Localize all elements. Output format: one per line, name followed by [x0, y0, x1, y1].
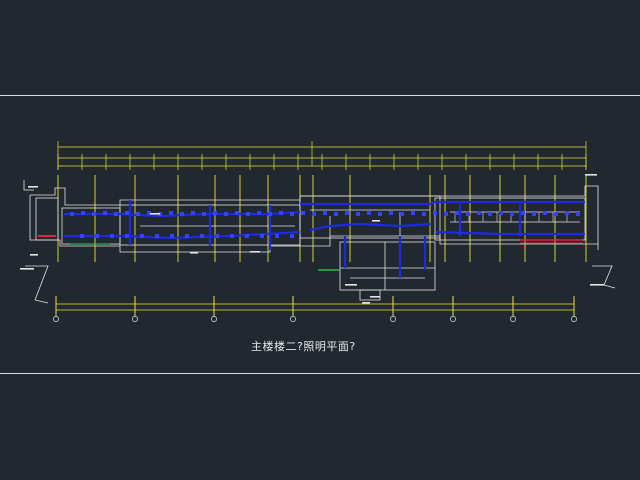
light-fixture: [488, 212, 492, 216]
light-fixture: [230, 234, 234, 238]
building-outline: [29, 185, 599, 253]
axis-bubble: [450, 316, 456, 322]
grid-axis-bubbles: [53, 296, 577, 322]
light-fixture: [95, 234, 99, 238]
light-fixture: [140, 234, 144, 238]
annotation-label: [20, 268, 34, 270]
light-fixtures: [70, 211, 580, 238]
bottom-dimension-chain: [56, 303, 574, 311]
light-fixture: [202, 212, 206, 216]
light-fixture: [185, 234, 189, 238]
light-fixture: [70, 212, 74, 216]
light-fixture: [389, 211, 393, 215]
accent-marks: [38, 235, 583, 271]
axis-bubble: [290, 316, 296, 322]
light-fixture: [215, 234, 219, 238]
light-fixture: [125, 211, 129, 215]
annotation-label: [30, 254, 38, 256]
light-fixture: [345, 211, 349, 215]
light-fixture: [155, 234, 159, 238]
light-fixture: [301, 211, 305, 215]
light-fixture: [290, 212, 294, 216]
annotation-label: [372, 220, 380, 222]
light-fixture: [268, 212, 272, 216]
axis-bubble: [510, 316, 516, 322]
light-fixture: [170, 234, 174, 238]
light-fixture: [411, 211, 415, 215]
axis-bubble: [132, 316, 138, 322]
light-fixture: [114, 212, 118, 216]
light-fixture: [565, 211, 569, 215]
light-fixture: [444, 212, 448, 216]
light-fixture: [477, 211, 481, 215]
light-fixture: [110, 234, 114, 238]
light-fixture: [147, 211, 151, 215]
light-fixture: [367, 211, 371, 215]
grid-column-lines: [57, 175, 587, 262]
drawing-title: 主楼楼二?照明平面?: [251, 340, 356, 353]
light-fixture: [576, 212, 580, 216]
light-fixture: [499, 211, 503, 215]
light-fixture: [80, 234, 84, 238]
light-fixture: [200, 234, 204, 238]
light-fixture: [92, 212, 96, 216]
light-fixture: [257, 211, 261, 215]
light-fixture: [356, 212, 360, 216]
light-fixture: [455, 211, 459, 215]
break-lines: [23, 180, 616, 304]
annotation-label: [345, 284, 357, 286]
axis-bubble: [211, 316, 217, 322]
annotation-label: [28, 186, 38, 188]
light-fixture: [279, 211, 283, 215]
light-fixture: [422, 212, 426, 216]
light-fixture: [334, 212, 338, 216]
light-fixture: [532, 212, 536, 216]
lower-annex: [339, 241, 436, 301]
annotation-label: [590, 284, 604, 286]
light-fixture: [169, 211, 173, 215]
light-fixture: [543, 211, 547, 215]
annotation-label: [190, 252, 198, 254]
light-fixture: [290, 234, 294, 238]
light-fixture: [433, 211, 437, 215]
axis-bubble: [571, 316, 577, 322]
light-fixture: [260, 234, 264, 238]
light-fixture: [521, 211, 525, 215]
light-fixture: [400, 212, 404, 216]
annotation-label: [362, 302, 370, 304]
light-fixture: [275, 234, 279, 238]
light-fixture: [235, 211, 239, 215]
annotation-labels: [20, 174, 604, 304]
light-fixture: [510, 212, 514, 216]
frame-top-border: [0, 95, 640, 96]
light-fixture: [378, 212, 382, 216]
annotation-label: [150, 213, 160, 215]
light-fixture: [136, 212, 140, 216]
frame-bottom-border: [0, 373, 640, 374]
light-fixture: [466, 212, 470, 216]
light-fixture: [180, 212, 184, 216]
light-fixture: [323, 211, 327, 215]
annotation-label: [250, 251, 260, 253]
light-fixture: [213, 211, 217, 215]
light-fixture: [191, 211, 195, 215]
light-fixture: [224, 212, 228, 216]
light-fixture: [554, 212, 558, 216]
axis-bubble: [390, 316, 396, 322]
light-fixture: [245, 234, 249, 238]
axis-bubble: [53, 316, 59, 322]
light-fixture: [312, 212, 316, 216]
light-fixture: [125, 234, 129, 238]
light-fixture: [103, 211, 107, 215]
annotation-label: [585, 174, 597, 176]
top-dimension-ticks: [57, 154, 587, 170]
light-fixture: [246, 212, 250, 216]
light-fixture: [81, 211, 85, 215]
annotation-label: [370, 296, 380, 298]
